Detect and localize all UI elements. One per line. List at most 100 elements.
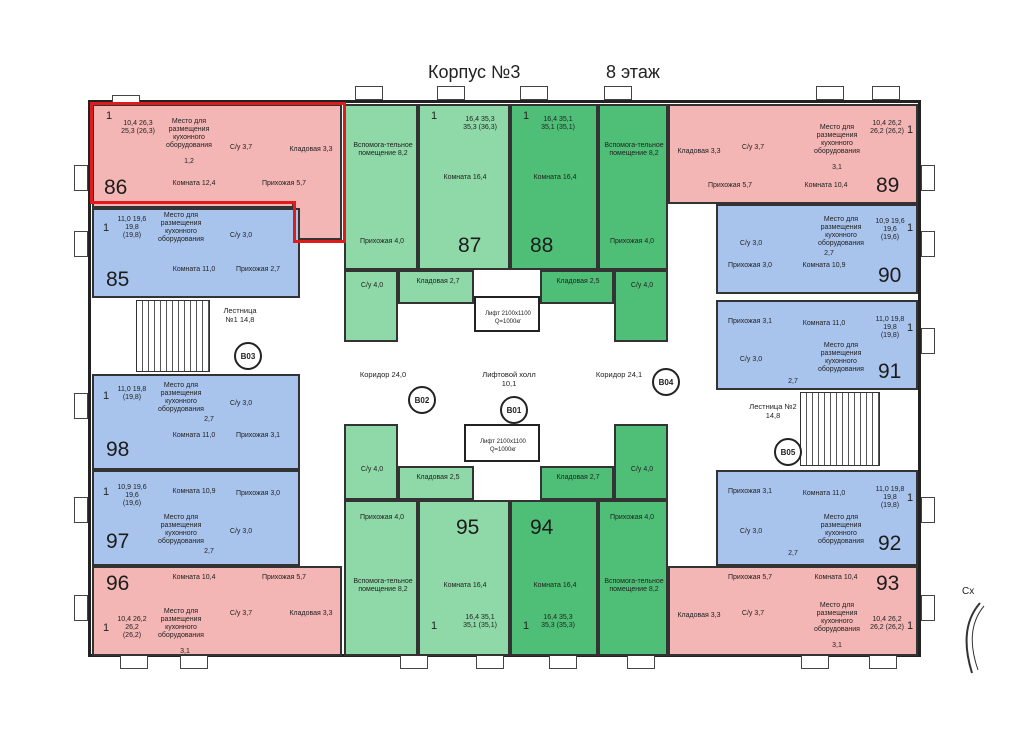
aux-label: Вспомога-тельное помещение 8,2 [604, 578, 664, 593]
rooms-count: 1 [430, 110, 438, 122]
selection-highlight-bottom-left [90, 201, 296, 204]
room-label: Комната 16,4 [443, 582, 487, 589]
rooms-count: 1 [105, 110, 113, 122]
area-label: 16,4 35,3 35,3 (35,3) [541, 614, 575, 629]
aux-label: Вспомога-тельное помещение 8,2 [353, 578, 413, 593]
bath-label: С/у 3,0 [229, 400, 253, 407]
kitchen-label: Место для размещения кухонного оборудова… [158, 212, 204, 243]
window [74, 231, 88, 257]
apartment-95-bath: С/у 4,0 [344, 424, 398, 500]
edge-text: Сх [962, 586, 975, 597]
room-label: Комната 16,4 [443, 174, 487, 181]
apartment-94[interactable]: 94 Комната 16,4 1 16,4 35,3 35,3 (35,3) [510, 500, 598, 656]
selection-highlight-bottom-right [293, 240, 346, 243]
kitchen-label: Место для размещения кухонного оборудова… [814, 124, 860, 155]
hall-label: Прихожая 4,0 [609, 238, 655, 245]
apartment-90[interactable]: Прихожая 3,0 С/у 3,0 Комната 10,9 Место … [716, 204, 918, 294]
apartment-87-store: Кладовая 2,7 [398, 270, 474, 304]
apartment-number: 91 [878, 360, 902, 383]
area-label: 10,4 26,2 26,2 (26,2) [870, 120, 904, 135]
apartment-97[interactable]: 1 10,9 19,6 19,6 (19,6) Место для размещ… [92, 470, 300, 566]
kitchen-label: Место для размещения кухонного оборудова… [818, 216, 864, 247]
rooms-count: 1 [102, 622, 110, 634]
window [476, 655, 504, 669]
apartment-86[interactable]: 1 10,4 26,3 25,3 (26,3) Место для размещ… [92, 104, 342, 208]
area-label: 10,4 26,2 26,2 (26,2) [870, 616, 904, 631]
hall-label: Прихожая 5,7 [707, 182, 753, 189]
window [549, 655, 577, 669]
apartment-87-bath: С/у 4,0 [344, 270, 398, 342]
apartment-85[interactable]: 1 11,0 19,6 19,8 (19,8) Место для размещ… [92, 208, 300, 298]
apartment-96[interactable]: 1 10,4 26,2 26,2 (26,2) Место для размещ… [92, 566, 342, 656]
room-label: Комната 11,0 [802, 490, 846, 497]
elevator-top: Лифт 2100х1100 Q=1000кг [474, 296, 540, 332]
store-label: Кладовая 2,7 [556, 474, 600, 481]
apartment-95[interactable]: 95 Комната 16,4 1 16,4 35,1 35,1 (35,1) [418, 500, 510, 656]
apartment-number: 90 [878, 264, 902, 287]
room-label: Комната 11,0 [172, 266, 216, 273]
rooms-count: 1 [430, 620, 438, 632]
selection-highlight-right [343, 102, 346, 243]
window [627, 655, 655, 669]
room-label: Комната 12,4 [172, 180, 216, 187]
store-label: Кладовая 3,3 [289, 610, 333, 617]
apartment-92[interactable]: Прихожая 3,1 С/у 3,0 Комната 11,0 Место … [716, 470, 918, 566]
apartment-89[interactable]: Кладовая 3,3 С/у 3,7 Прихожая 5,7 Комнат… [668, 104, 918, 204]
kitchen-area: 2,7 [824, 250, 834, 257]
apartment-number: 92 [878, 532, 902, 555]
apartment-93[interactable]: Прихожая 5,7 Комната 10,4 Кладовая 3,3 С… [668, 566, 918, 656]
apartment-number: 86 [104, 176, 128, 199]
kitchen-area: 2,7 [204, 548, 214, 555]
window [872, 86, 900, 100]
bath-label: С/у 4,0 [360, 466, 384, 473]
bath-label: С/у 3,0 [739, 356, 763, 363]
selection-highlight-step [293, 201, 296, 243]
hall-label: Прихожая 2,7 [235, 266, 281, 273]
apartment-98[interactable]: 1 11,0 19,8 (19,8) Место для размещения … [92, 374, 300, 470]
apartment-91[interactable]: Прихожая 3,1 С/у 3,0 Комната 11,0 Место … [716, 300, 918, 390]
window [120, 655, 148, 669]
apartment-88-store: Кладовая 2,5 [540, 270, 614, 304]
bath-label: С/у 3,0 [229, 232, 253, 239]
hall-label: Прихожая 3,1 [235, 432, 281, 439]
elevator-bottom: Лифт 2100х1100 Q=1000кг [464, 424, 540, 462]
corridor-left-label: Коридор 24,0 [359, 370, 407, 379]
window [801, 655, 829, 669]
apartment-88-aux: Вспомога-тельное помещение 8,2 Прихожая … [598, 104, 668, 270]
area-label: 10,4 26,3 25,3 (26,3) [121, 120, 155, 135]
area-label: 11,0 19,8 (19,8) [117, 386, 147, 401]
window [180, 655, 208, 669]
window [921, 165, 935, 191]
elevator-label: Лифт 2100х1100 Q=1000кг [485, 311, 531, 325]
apartment-94-bath: С/у 4,0 [614, 424, 668, 500]
rooms-count: 1 [522, 110, 530, 122]
apartment-88[interactable]: 1 16,4 35,1 35,1 (35,1) Комната 16,4 88 [510, 104, 598, 270]
kitchen-label: Место для размещения кухонного оборудова… [814, 602, 860, 633]
bath-label: С/у 3,0 [739, 528, 763, 535]
stair-2-label: Лестница №2 14,8 [749, 402, 797, 420]
bath-label: С/у 4,0 [630, 282, 654, 289]
store-label: Кладовая 2,5 [556, 278, 600, 285]
window [520, 86, 548, 100]
room-label: Комната 11,0 [172, 432, 216, 439]
code-b05: В05 [774, 438, 802, 466]
area-label: 16,4 35,1 35,1 (35,1) [541, 116, 575, 131]
code-b03: В03 [234, 342, 262, 370]
area-label: 16,4 35,3 35,3 (36,3) [463, 116, 497, 131]
rooms-count: 1 [102, 390, 110, 402]
area-label: 10,4 26,2 26,2 (26,2) [117, 616, 147, 639]
rooms-count: 1 [102, 486, 110, 498]
window [921, 595, 935, 621]
rooms-count: 1 [522, 620, 530, 632]
apartment-number: 98 [106, 438, 130, 461]
kitchen-area: 1,2 [184, 158, 194, 165]
area-label: 10,9 19,6 19,6 (19,6) [875, 218, 905, 241]
window [816, 86, 844, 100]
apartment-94-aux: Прихожая 4,0 Вспомога-тельное помещение … [598, 500, 668, 656]
bath-label: С/у 3,7 [229, 144, 253, 151]
hall-label: Прихожая 5,7 [727, 574, 773, 581]
area-label: 11,0 19,6 19,8 (19,8) [117, 216, 147, 239]
building-title: Корпус №3 [428, 62, 521, 82]
apartment-87[interactable]: 1 16,4 35,3 35,3 (36,3) Комната 16,4 87 [418, 104, 510, 270]
floor-title: 8 этаж [606, 62, 660, 82]
